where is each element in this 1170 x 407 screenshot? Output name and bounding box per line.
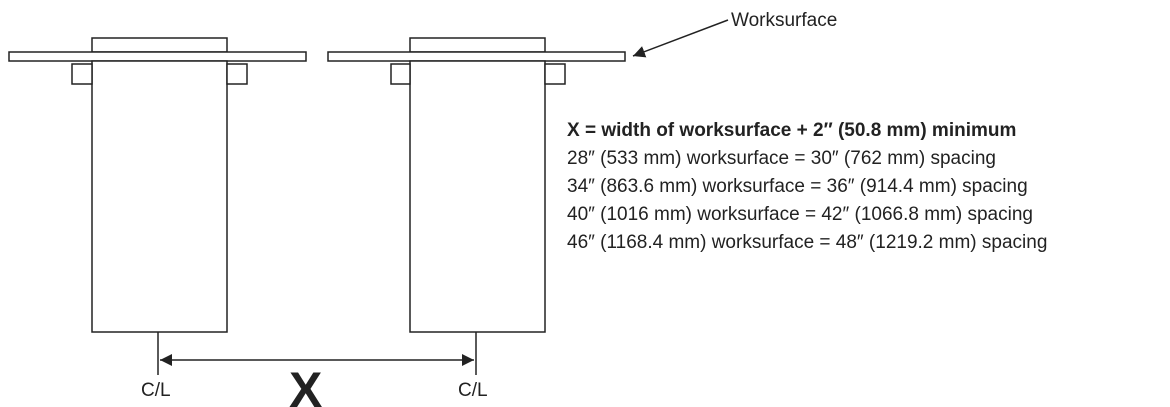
right-worksurface [327, 51, 626, 62]
spacing-specification: X = width of worksurface + 2″ (50.8 mm) … [567, 117, 1167, 257]
worksurface-callout-leader [632, 19, 729, 58]
left-top-cap [91, 37, 228, 53]
right-top-cap [409, 37, 546, 53]
spacing-dimension-label: X [289, 362, 322, 407]
right-bracket-right [544, 63, 566, 85]
left-bracket-right [226, 63, 248, 85]
right-bracket-left [390, 63, 411, 85]
left-worksurface [8, 51, 307, 62]
left-centerline-label: C/L [141, 380, 171, 401]
right-centerline-label: C/L [458, 380, 488, 401]
left-support-assembly [8, 37, 307, 333]
right-support-assembly [327, 37, 626, 333]
spacing-formula-heading: X = width of worksurface + 2″ (50.8 mm) … [567, 120, 1017, 141]
left-column [91, 60, 228, 333]
spacing-row: 46″ (1168.4 mm) worksurface = 48″ (1219.… [567, 232, 1048, 253]
spacing-row: 28″ (533 mm) worksurface = 30″ (762 mm) … [567, 148, 996, 169]
spacing-row: 40″ (1016 mm) worksurface = 42″ (1066.8 … [567, 204, 1033, 225]
left-bracket-left [71, 63, 93, 85]
worksurface-callout-label: Worksurface [731, 10, 837, 31]
spacing-row: 34″ (863.6 mm) worksurface = 36″ (914.4 … [567, 176, 1028, 197]
right-column [409, 60, 546, 333]
